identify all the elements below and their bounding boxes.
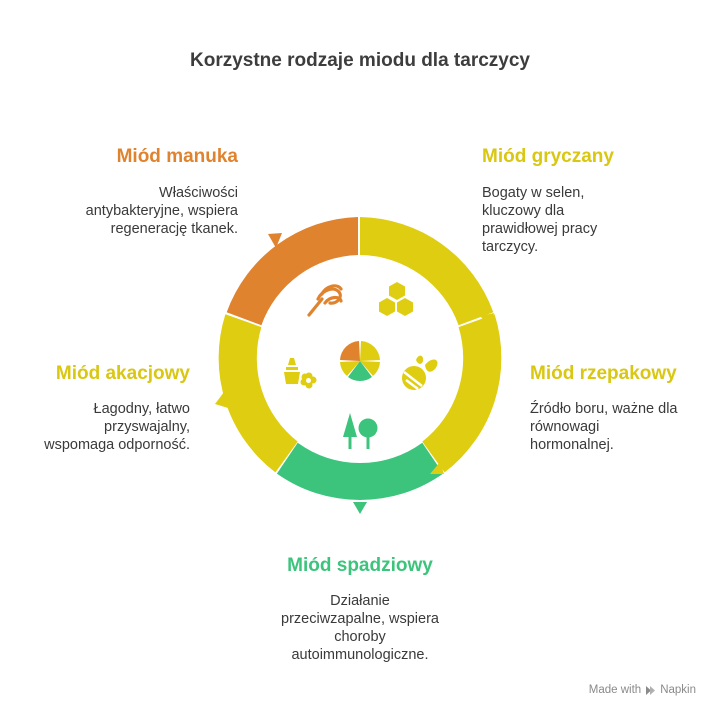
desc-gryczany: Bogaty w selen, kluczowy dla prawidłowej… <box>482 185 598 255</box>
segment-manuka <box>226 217 358 326</box>
made-with-label: Made with <box>588 684 642 696</box>
diagram-title: Korzystne rodzaje miodu dla tarczycy <box>190 50 530 71</box>
heading-akacjowy: Miód akacjowy <box>55 363 190 384</box>
arrow-gryczany <box>480 313 494 327</box>
bee-icon <box>402 355 438 390</box>
segment-akacjowy <box>218 314 298 473</box>
desc-spadziowy: Działanie przeciwzapalne, wspiera chorob… <box>281 593 439 663</box>
heading-rzepakowy: Miód rzepakowy <box>530 363 677 384</box>
desc-rzepakowy: Źródło boru, ważne dla równowagi hormona… <box>530 401 678 453</box>
honeycomb-icon <box>379 282 413 316</box>
arrow-rzepakowy <box>430 462 444 474</box>
segment-spadziowy <box>276 442 444 500</box>
center-pie-icon <box>340 341 380 381</box>
desc-manuka: Właściwości antybakteryjne, wspiera rege… <box>85 185 238 237</box>
desc-akacjowy: Łagodny, łatwo przyswajalny, wspomaga od… <box>44 401 190 453</box>
heading-gryczany: Miód gryczany <box>482 146 614 167</box>
segment-rzepakowy <box>422 314 502 473</box>
napkin-logo-icon <box>646 685 656 695</box>
arrow-spadziowy <box>353 502 367 514</box>
arrow-manuka <box>268 233 282 248</box>
flower-icon <box>284 358 317 389</box>
segment-gryczany <box>360 217 494 326</box>
dipper-icon <box>307 284 343 317</box>
heading-manuka: Miód manuka <box>116 146 238 167</box>
heading-spadziowy: Miód spadziowy <box>287 555 433 576</box>
trees-icon <box>343 413 378 449</box>
napkin-brand: Napkin <box>660 684 696 696</box>
napkin-credit[interactable]: Made with Napkin <box>589 684 696 696</box>
arrow-akacjowy <box>215 392 228 408</box>
